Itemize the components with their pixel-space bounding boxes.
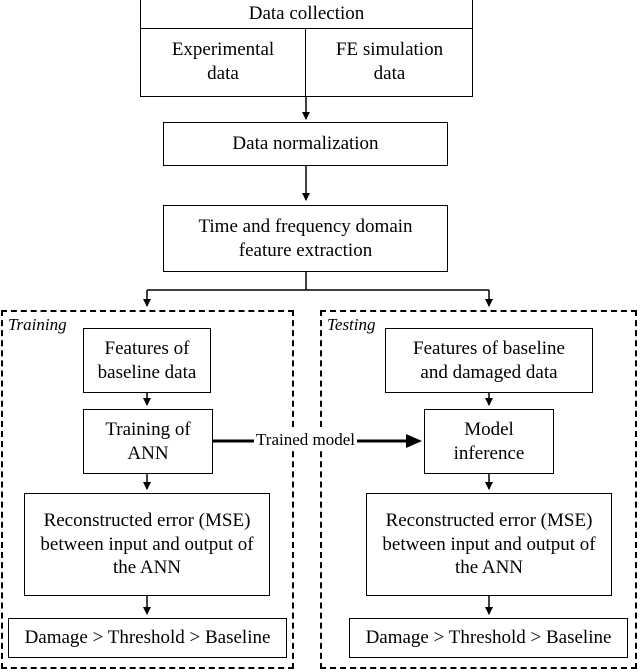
testing-panel (320, 310, 637, 669)
feature-extraction-box: Time and frequency domain feature extrac… (163, 205, 448, 272)
training-panel (1, 310, 294, 669)
testing-panel-label: Testing (325, 315, 378, 335)
training-decision-box: Damage > Threshold > Baseline (8, 618, 287, 658)
testing-error-box: Reconstructed error (MSE) between input … (366, 493, 612, 596)
data-collection-divider-h (140, 28, 473, 29)
model-inference-box: Model inference (424, 409, 554, 474)
training-features-box: Features of baseline data (83, 328, 211, 393)
trained-model-label: Trained model (254, 430, 358, 450)
fe-simulation-data-label: FE simulation data (335, 39, 444, 84)
arrow-trained-model-head (406, 434, 422, 448)
testing-decision-box: Damage > Threshold > Baseline (349, 618, 628, 658)
data-collection-title: Data collection (248, 3, 365, 24)
data-normalization-box: Data normalization (163, 122, 448, 166)
training-panel-label: Training (6, 315, 69, 335)
data-collection-box (140, 0, 473, 97)
experimental-data-label: Experimental data (171, 39, 275, 84)
data-collection-divider-v (305, 28, 306, 97)
testing-features-box: Features of baseline and damaged data (385, 328, 593, 393)
training-error-box: Reconstructed error (MSE) between input … (24, 493, 270, 596)
training-ann-box: Training of ANN (83, 409, 213, 474)
